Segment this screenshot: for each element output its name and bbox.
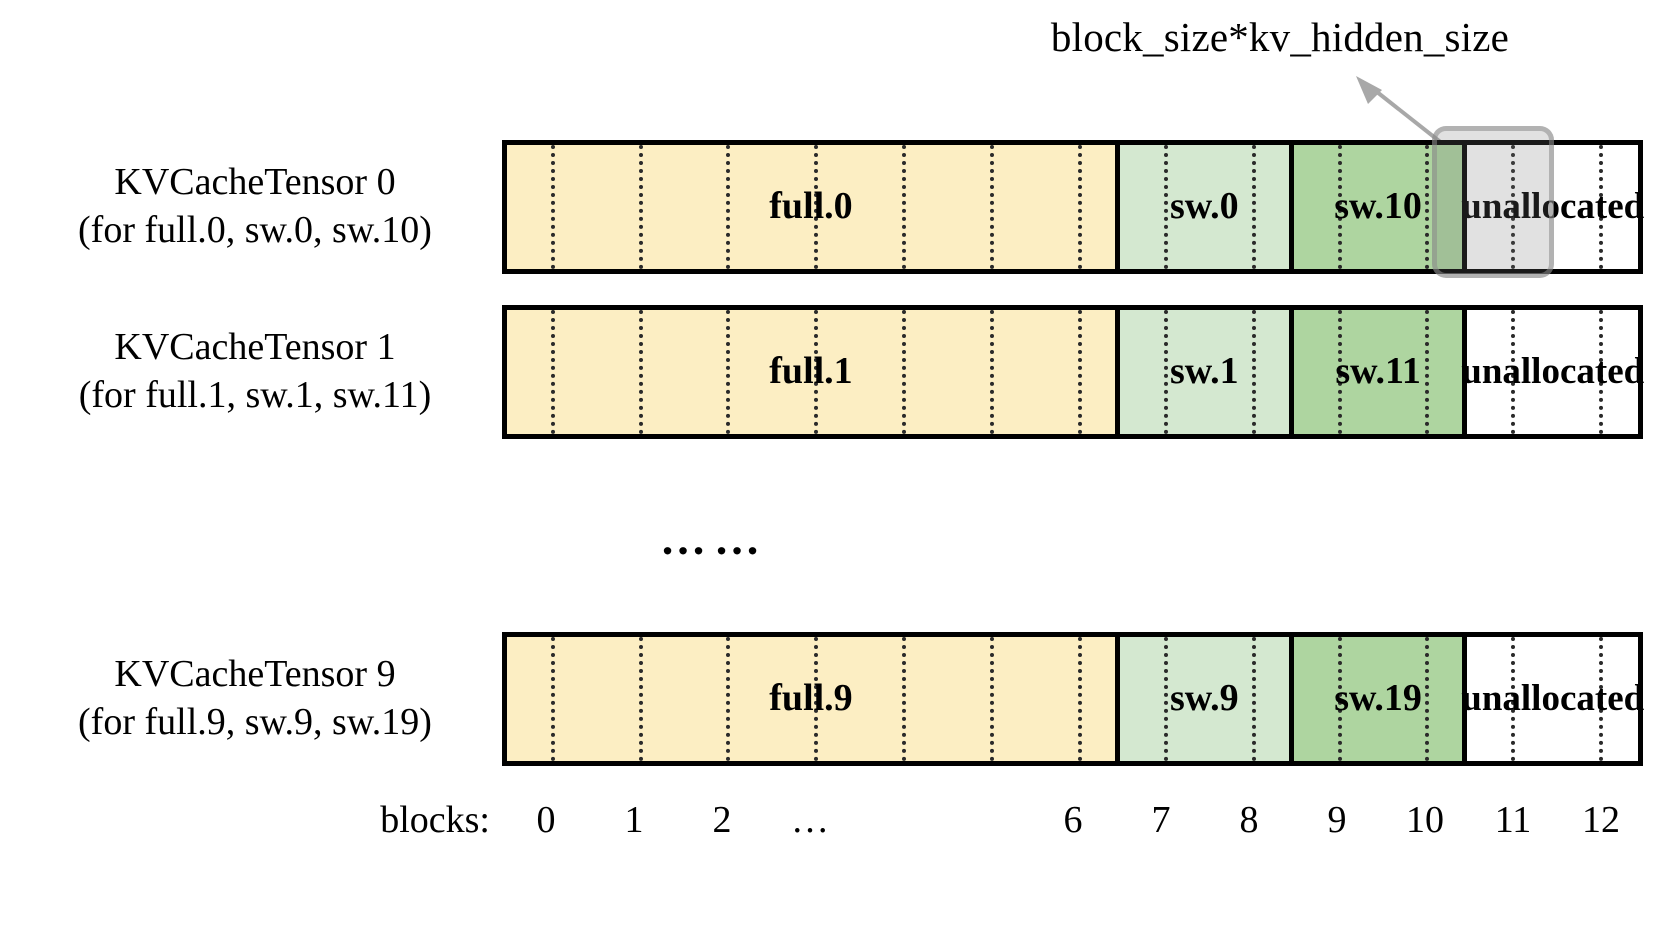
tensor-segment-full[interactable]: full.1 (507, 310, 1115, 434)
block-divider (550, 637, 555, 761)
block-divider (814, 145, 819, 269)
block-divider (901, 145, 906, 269)
block-divider (1337, 145, 1342, 269)
tensor-bar: full.1 sw.1 sw.11 unallocated (502, 305, 1644, 439)
tensor-row-label-subtitle: (for full.0, sw.0, sw.10) (78, 209, 432, 252)
block-divider (726, 145, 731, 269)
blocks-axis-caption: blocks: (380, 799, 490, 841)
tensor-segment-label: unallocated (1461, 351, 1645, 393)
tensor-segment-full[interactable]: full.9 (507, 637, 1115, 761)
block-divider (1511, 145, 1516, 269)
block-tick-label: 0 (536, 799, 556, 841)
block-divider (1163, 310, 1168, 434)
tensor-row-label-subtitle: (for full.1, sw.1, sw.11) (78, 374, 432, 417)
tensor-segment-sw-light[interactable]: sw.1 (1114, 310, 1289, 434)
block-divider (989, 145, 994, 269)
tensor-segment-label: sw.0 (1170, 185, 1239, 228)
tensor-segment-sw-dark[interactable]: sw.19 (1288, 637, 1463, 761)
block-divider (1077, 310, 1082, 434)
tensor-segment-sw-dark[interactable]: sw.11 (1288, 310, 1463, 434)
block-divider (1251, 145, 1256, 269)
block-divider (1425, 310, 1430, 434)
block-divider (1599, 310, 1604, 434)
block-size-annotation-label: block_size*kv_hidden_size (1050, 14, 1510, 60)
block-divider (989, 310, 994, 434)
block-divider (550, 145, 555, 269)
tensor-bar: full.0 sw.0 sw.10 unallocated (502, 140, 1644, 274)
block-divider (1077, 145, 1082, 269)
tensor-segment-label: sw.10 (1334, 185, 1422, 228)
block-divider (814, 637, 819, 761)
block-divider (638, 310, 643, 434)
block-divider (550, 310, 555, 434)
tensor-segment-unalloc[interactable]: unallocated (1461, 310, 1644, 434)
tensor-row-label: KVCacheTensor 0 (for full.0, sw.0, sw.10) (20, 158, 490, 255)
block-tick-label: 8 (1239, 799, 1259, 841)
tensor-segment-label: sw.19 (1334, 677, 1422, 720)
tensor-segment-full[interactable]: full.0 (507, 145, 1115, 269)
block-divider (1251, 310, 1256, 434)
tensor-segment-unalloc[interactable]: unallocated (1461, 637, 1644, 761)
tensor-segment-unalloc[interactable]: unallocated (1461, 145, 1644, 269)
tensor-row-label-title: KVCacheTensor 0 (114, 161, 396, 203)
block-divider (1511, 310, 1516, 434)
block-divider (1163, 145, 1168, 269)
block-divider (1425, 637, 1430, 761)
tensor-row-label-title: KVCacheTensor 9 (114, 653, 396, 695)
tensor-segment-label: sw.11 (1335, 350, 1421, 393)
tensor-segment-label: sw.1 (1170, 350, 1239, 393)
block-tick-label: 1 (624, 799, 644, 841)
block-divider (1599, 637, 1604, 761)
tensor-segment-sw-light[interactable]: sw.9 (1114, 637, 1289, 761)
tensor-segment-sw-light[interactable]: sw.0 (1114, 145, 1289, 269)
tensor-segment-label: full.1 (769, 350, 853, 393)
tensor-segment-label: sw.9 (1170, 677, 1239, 720)
block-divider (1163, 637, 1168, 761)
block-tick-label: 6 (1063, 799, 1083, 841)
block-divider (726, 310, 731, 434)
block-divider (1251, 637, 1256, 761)
block-divider (1337, 637, 1342, 761)
block-divider (638, 145, 643, 269)
block-tick-label: 9 (1327, 799, 1347, 841)
block-tick-label: 12 (1582, 799, 1620, 841)
block-highlight-box[interactable] (1432, 126, 1554, 278)
block-divider (1511, 637, 1516, 761)
tensor-bar: full.9 sw.9 sw.19 unallocated (502, 632, 1644, 766)
block-divider (1077, 637, 1082, 761)
block-divider (726, 637, 731, 761)
block-tick-label: 7 (1151, 799, 1171, 841)
block-divider (901, 310, 906, 434)
tensor-segment-label: full.9 (769, 677, 853, 720)
block-divider (1337, 310, 1342, 434)
tensor-segment-label: unallocated (1461, 678, 1645, 720)
tensor-row-label: KVCacheTensor 1 (for full.1, sw.1, sw.11) (20, 323, 490, 420)
tensor-row-label: KVCacheTensor 9 (for full.9, sw.9, sw.19) (20, 650, 490, 747)
block-divider (1425, 145, 1430, 269)
block-tick-label: … (791, 799, 829, 841)
tensor-row-label-title: KVCacheTensor 1 (114, 326, 396, 368)
block-divider (901, 637, 906, 761)
tensor-row-label-subtitle: (for full.9, sw.9, sw.19) (78, 701, 432, 744)
block-divider (814, 310, 819, 434)
tensor-segment-label: full.0 (769, 185, 853, 228)
block-divider (638, 637, 643, 761)
block-tick-label: 2 (712, 799, 732, 841)
block-divider (989, 637, 994, 761)
block-tick-label: 10 (1406, 799, 1444, 841)
block-divider (1599, 145, 1604, 269)
rows-ellipsis: …… (660, 513, 768, 564)
block-tick-label: 11 (1494, 799, 1532, 841)
